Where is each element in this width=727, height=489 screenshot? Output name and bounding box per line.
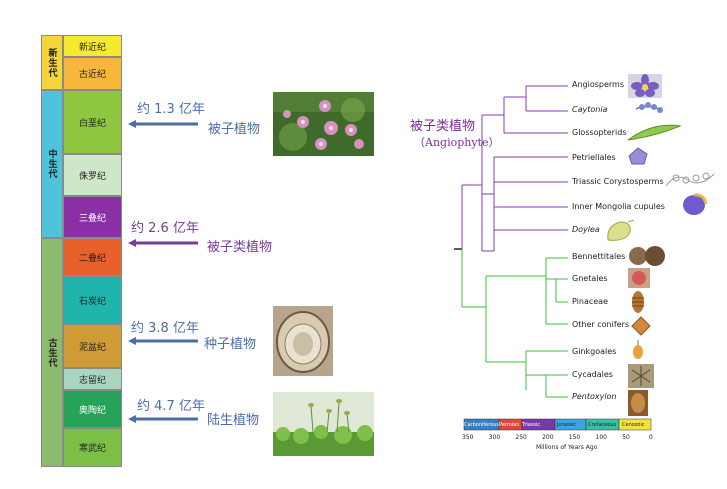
conifer-cone-icon: [631, 316, 651, 336]
period-cambrian: 寒武纪: [63, 428, 122, 467]
taxon-triassic-corystosperms: Triassic Corystosperms: [572, 177, 664, 186]
event-time-1: 约 1.3 亿年: [137, 102, 205, 117]
period-jurassic: 侏罗纪: [63, 154, 122, 196]
timescale-segment: [618, 418, 652, 431]
taxon-petriellales: Petriellales: [572, 153, 616, 162]
timescale-period-cenozoic: Cenozoic: [622, 422, 645, 428]
timescale-period-jurassic: Jurassic: [557, 422, 577, 428]
event-time-2: 约 2.6 亿年: [131, 221, 199, 236]
arrow-2: [128, 239, 198, 247]
timescale-period-carboniferous: Carboniferous: [464, 422, 500, 428]
timescale-period-cretaceous: Cretaceous: [588, 422, 617, 428]
timescale-tick-label: 0: [648, 434, 653, 441]
ginkgo-seed-icon: [633, 340, 643, 359]
timescale-bar: [463, 418, 652, 431]
timescale-tick-label: 100: [595, 434, 607, 441]
taxon-cycadales: Cycadales: [572, 370, 613, 379]
period-carboniferous: 石炭纪: [63, 276, 122, 324]
period-neogene: 新近纪: [63, 35, 122, 57]
period-label: 三叠纪: [78, 213, 106, 224]
moss-photo: [273, 392, 374, 456]
taxon-glossopterids: Glossopterids: [572, 128, 627, 137]
era-mesozoic: 中生代: [41, 90, 63, 238]
period-ordovician: 奥陶纪: [63, 390, 122, 428]
era-label: 新生代: [46, 47, 57, 78]
era-label: 中生代: [46, 149, 57, 179]
taxon-doylea: Doylea: [572, 225, 600, 234]
taxon-inner-mongolia-cupules: Inner Mongolia cupules: [572, 202, 665, 211]
era-paleozoic: 古生代: [41, 238, 63, 467]
pinaceae-cone-icon: [632, 291, 644, 313]
period-label: 二叠纪: [78, 253, 106, 264]
glossopterid-leaf-icon: [627, 124, 682, 141]
timescale-tick-label: 200: [542, 434, 554, 441]
era-label: 古生代: [46, 337, 57, 368]
timescale-tick-label: 300: [488, 434, 501, 441]
arrow-4: [128, 415, 198, 423]
period-label: 古近纪: [78, 70, 106, 80]
cycadales-fossil-icon: [628, 364, 654, 388]
taxon-angiosperms: Angiosperms: [572, 80, 625, 89]
doylea-fossil-icon: [607, 219, 635, 241]
period-permian: 二叠纪: [63, 238, 122, 276]
period-devonian: 泥盆纪: [63, 324, 122, 368]
event-plant-4: 陆生植物: [207, 413, 260, 428]
timescale-tick-label: 250: [515, 434, 527, 441]
period-label: 石炭纪: [78, 296, 106, 307]
event-time-3: 约 3.8 亿年: [131, 321, 199, 336]
timescale-period-triassic: Triassic: [522, 422, 541, 428]
arrow-3: [128, 337, 198, 345]
period-label: 白垩纪: [78, 118, 106, 129]
angiosperm-flower-icon: [628, 74, 662, 98]
timescale-axis-label: Millions of Years Ago: [536, 444, 598, 451]
taxon-gnetales: Gnetales: [572, 274, 608, 283]
event-plant-1: 被子植物: [208, 122, 261, 137]
seed-photo: [273, 306, 333, 376]
timescale-tick-label: 50: [622, 434, 630, 441]
event-time-4: 约 4.7 亿年: [137, 399, 205, 414]
timescale-tick-label: 150: [568, 434, 581, 441]
timescale-tick-label: 350: [462, 434, 474, 441]
period-paleogene: 古近纪: [63, 57, 122, 90]
taxon-caytonia: Caytonia: [572, 105, 608, 114]
period-label: 泥盆纪: [78, 342, 106, 353]
period-label: 志留纪: [78, 375, 106, 386]
period-triassic: 三叠纪: [63, 196, 122, 238]
petriellales-fossil-icon: [628, 147, 648, 165]
pentoxylon-fossil-icon: [628, 390, 648, 416]
clade-subtitle: （Angiophyte）: [414, 136, 500, 149]
era-cenozoic: 新生代: [41, 35, 63, 90]
bennettitales-fossil-icon: [629, 246, 665, 266]
gnetales-fossil-icon: [628, 268, 650, 288]
timescale-period-permian: Permian: [499, 422, 520, 428]
taxon-pinaceae: Pinaceae: [572, 297, 608, 306]
taxon-other-conifers: Other conifers: [572, 320, 630, 329]
period-label: 寒武纪: [78, 444, 106, 454]
caytonia-fossil-icon: [635, 102, 663, 113]
period-label: 奥陶纪: [78, 405, 106, 416]
taxon-pentoxylon: Pentoxylon: [572, 392, 617, 401]
period-label: 侏罗纪: [78, 171, 106, 182]
event-plant-3: 种子植物: [204, 337, 257, 352]
taxon-bennettitales: Bennettitales: [572, 252, 626, 261]
phylogeny-lines: [454, 85, 568, 398]
corystosperm-fossil-icon: [665, 172, 715, 187]
angiosperm-flower-photo: [273, 92, 374, 156]
period-silurian: 志留纪: [63, 368, 122, 390]
arrow-1: [128, 120, 198, 128]
clade-title: 被子类植物: [410, 119, 476, 134]
taxon-ginkgoales: Ginkgoales: [572, 347, 617, 356]
period-label: 新近纪: [78, 42, 106, 53]
event-plant-2: 被子类植物: [207, 240, 273, 255]
period-cretaceous: 白垩纪: [63, 90, 122, 154]
inner-mongolia-cupule-icon: [683, 193, 708, 215]
